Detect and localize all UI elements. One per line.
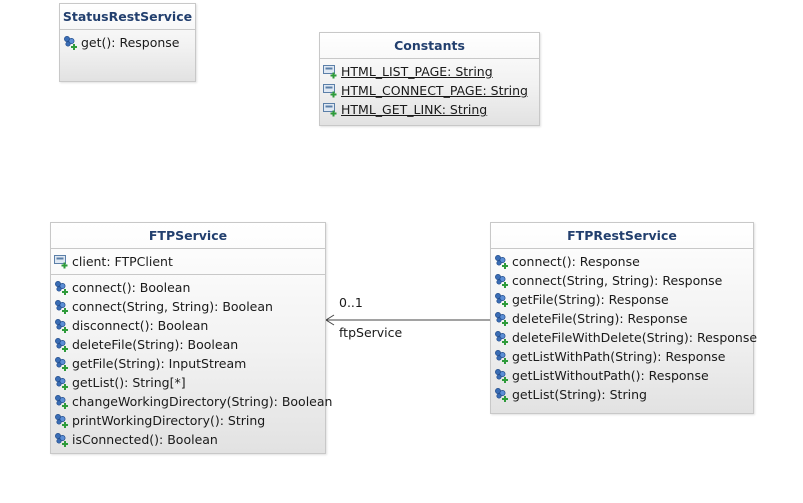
operation-label: getListWithPath(String): Response [512, 349, 726, 364]
operation-label: getListWithoutPath(): Response [512, 368, 709, 383]
public-operation-icon [54, 337, 69, 352]
public-operation-icon [494, 330, 509, 345]
public-attribute-icon [323, 102, 338, 117]
operation-row[interactable]: isConnected(): Boolean [54, 430, 325, 449]
class-name: Constants [320, 33, 539, 59]
operation-row[interactable]: disconnect(): Boolean [54, 316, 325, 335]
operation-label: printWorkingDirectory(): String [72, 413, 266, 428]
association-role-name: ftpService [339, 325, 403, 340]
public-attribute-icon [323, 83, 338, 98]
operation-row[interactable]: get(): Response [63, 33, 195, 52]
operation-label: connect(String, String): Boolean [72, 299, 273, 314]
public-operation-icon [54, 413, 69, 428]
operation-row[interactable]: deleteFile(String): Boolean [54, 335, 325, 354]
operation-row[interactable]: getListWithoutPath(): Response [494, 366, 753, 385]
public-operation-icon [54, 356, 69, 371]
operation-row[interactable]: connect(String, String): Boolean [54, 297, 325, 316]
public-operation-icon [494, 254, 509, 269]
operation-label: getList(): String[*] [72, 375, 186, 390]
public-operation-icon [494, 368, 509, 383]
attribute-row[interactable]: HTML_LIST_PAGE: String [323, 62, 539, 81]
operation-row[interactable]: getList(): String[*] [54, 373, 325, 392]
public-operation-icon [494, 311, 509, 326]
operation-row[interactable]: getListWithPath(String): Response [494, 347, 753, 366]
public-operation-icon [54, 280, 69, 295]
operations-compartment: get(): Response [60, 30, 195, 55]
attribute-row[interactable]: HTML_CONNECT_PAGE: String [323, 81, 539, 100]
public-operation-icon [494, 273, 509, 288]
public-operation-icon [494, 349, 509, 364]
operation-label: connect(String, String): Response [512, 273, 723, 288]
public-attribute-icon [54, 254, 69, 269]
operation-row[interactable]: deleteFileWithDelete(String): Response [494, 328, 757, 347]
operation-label: deleteFile(String): Boolean [72, 337, 239, 352]
operations-compartment: connect(): Response connect(String, Strin… [491, 249, 757, 407]
navigability-arrowhead [325, 314, 335, 326]
operation-label: deleteFile(String): Response [512, 311, 688, 326]
public-operation-icon [54, 394, 69, 409]
class-status-rest-service[interactable]: StatusRestService get(): Response [59, 3, 196, 82]
attributes-compartment: client: FTPClient [51, 249, 325, 274]
attribute-row[interactable]: HTML_GET_LINK: String [323, 100, 539, 119]
operation-label: getFile(String): Response [512, 292, 669, 307]
public-attribute-icon [323, 64, 338, 79]
operation-label: changeWorkingDirectory(String): Boolean [72, 394, 333, 409]
public-operation-icon [494, 292, 509, 307]
public-operation-icon [54, 432, 69, 447]
operation-row[interactable]: connect(): Response [494, 252, 753, 271]
operation-label: disconnect(): Boolean [72, 318, 209, 333]
class-ftp-service[interactable]: FTPService client: FTPClient connect(): … [50, 222, 332, 454]
public-operation-icon [54, 299, 69, 314]
operation-row[interactable]: connect(String, String): Response [494, 271, 753, 290]
attribute-label: HTML_CONNECT_PAGE: String [341, 83, 528, 98]
operation-row[interactable]: deleteFile(String): Response [494, 309, 753, 328]
operation-row[interactable]: printWorkingDirectory(): String [54, 411, 325, 430]
public-operation-icon [54, 375, 69, 390]
operation-label: isConnected(): Boolean [72, 432, 218, 447]
public-operation-icon [54, 318, 69, 333]
public-operation-icon [63, 35, 78, 50]
operation-row[interactable]: connect(): Boolean [54, 278, 325, 297]
attribute-label: HTML_LIST_PAGE: String [341, 64, 493, 79]
operation-row[interactable]: changeWorkingDirectory(String): Boolean [54, 392, 332, 411]
operation-label: get(): Response [81, 35, 180, 50]
operation-row[interactable]: getFile(String): Response [494, 290, 753, 309]
operation-label: getList(String): String [512, 387, 647, 402]
attribute-label: client: FTPClient [72, 254, 173, 269]
association-multiplicity: 0..1 [339, 295, 363, 310]
class-name: StatusRestService [60, 4, 195, 30]
class-name: FTPService [51, 223, 325, 249]
operation-label: deleteFileWithDelete(String): Response [512, 330, 758, 345]
operation-row[interactable]: getFile(String): InputStream [54, 354, 325, 373]
operation-label: connect(): Boolean [72, 280, 191, 295]
operations-compartment: connect(): Boolean connect(String, String… [51, 274, 332, 452]
attribute-label: HTML_GET_LINK: String [341, 102, 488, 117]
class-name: FTPRestService [491, 223, 753, 249]
operation-row[interactable]: getList(String): String [494, 385, 753, 404]
public-operation-icon [494, 387, 509, 402]
operation-label: connect(): Response [512, 254, 640, 269]
attribute-row[interactable]: client: FTPClient [54, 252, 325, 271]
operation-label: getFile(String): InputStream [72, 356, 247, 371]
